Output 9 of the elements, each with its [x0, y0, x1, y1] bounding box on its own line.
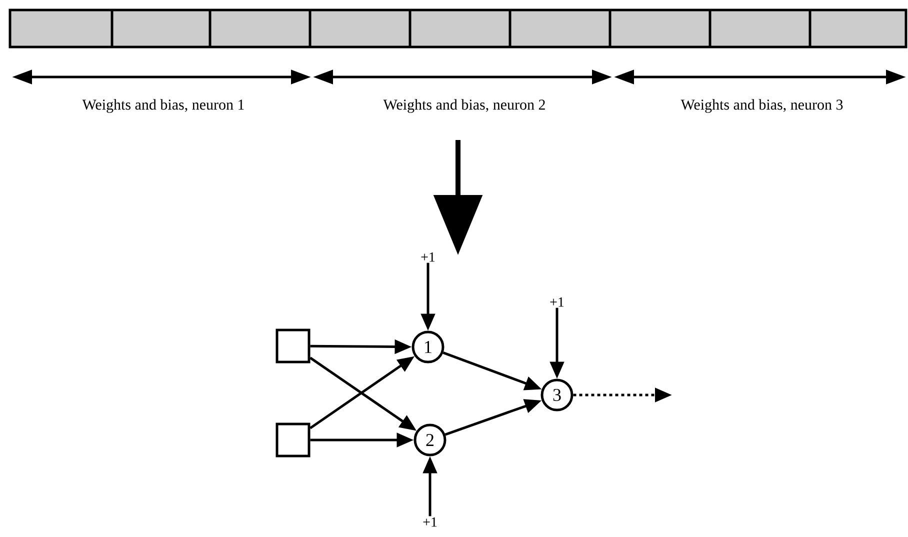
dimension-label: Weights and bias, neuron 1 [82, 99, 244, 113]
dimension-label: Weights and bias, neuron 3 [680, 99, 843, 113]
input-square [276, 328, 310, 364]
bias-label: +1 [421, 252, 435, 262]
dimension-label: Weights and bias, neuron 2 [383, 99, 545, 113]
bias-label: +1 [423, 517, 437, 527]
input-square [276, 422, 310, 458]
bar-of-cells [8, 8, 908, 48]
bias-label: +1 [550, 297, 564, 307]
